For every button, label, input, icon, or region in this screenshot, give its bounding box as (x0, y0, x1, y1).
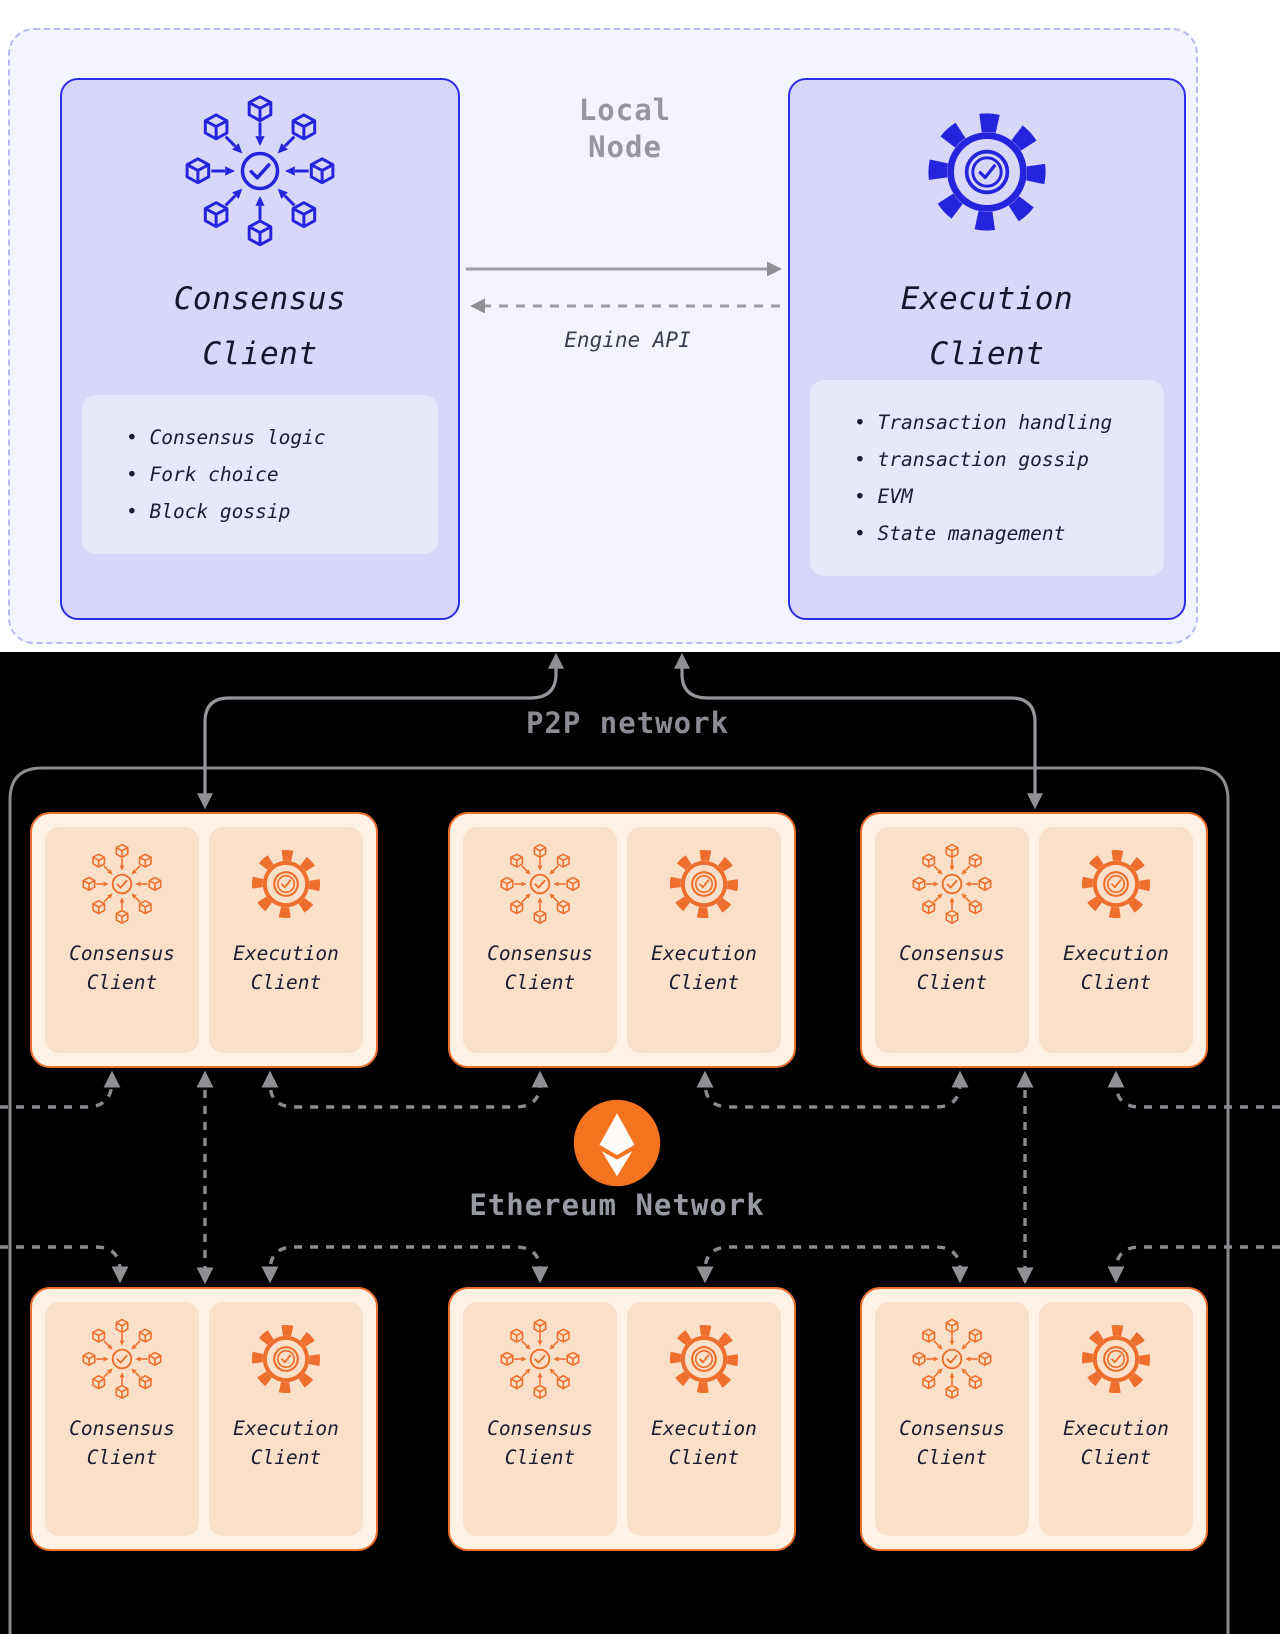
peer-consensus-client: Consensus Client (875, 827, 1029, 1053)
peer-consensus-title: Consensus Client (487, 1417, 593, 1469)
peer-execution-client: Execution Client (1039, 827, 1193, 1053)
peer-execution-title: Execution Client (651, 942, 757, 994)
peer-execution-title: Execution Client (1063, 1417, 1169, 1469)
peer-execution-title: Execution Client (1063, 942, 1169, 994)
gear-check-icon (1071, 841, 1161, 927)
network-blocks-icon (907, 1316, 997, 1402)
gear-check-icon (659, 841, 749, 927)
local-node-label: Local Node (578, 93, 672, 164)
bullet-item: Consensus logic (126, 419, 430, 456)
peer-consensus-title: Consensus Client (69, 1417, 175, 1469)
gear-check-icon (241, 841, 331, 927)
gear-check-icon (241, 1316, 331, 1402)
network-blocks-icon (907, 841, 997, 927)
bullet-item: Fork choice (126, 456, 430, 493)
network-blocks-icon (77, 841, 167, 927)
peer-consensus-title: Consensus Client (487, 942, 593, 994)
peer-node-card: Consensus Client Execution Client (448, 1287, 796, 1551)
peer-consensus-client: Consensus Client (875, 1302, 1029, 1536)
ethereum-logo (573, 1099, 661, 1187)
bullet-item: EVM (854, 478, 1156, 515)
peer-execution-client: Execution Client (209, 1302, 363, 1536)
gear-check-icon (913, 98, 1061, 246)
engine-api-label: Engine API (564, 328, 691, 352)
bullet-item: Block gossip (126, 493, 430, 530)
bullet-item: Transaction handling (854, 404, 1156, 441)
bullet-item: State management (854, 515, 1156, 552)
ethereum-network-label: Ethereum Network (469, 1188, 765, 1222)
network-blocks-icon (495, 841, 585, 927)
gear-check-icon (659, 1316, 749, 1402)
peer-execution-title: Execution Client (233, 942, 339, 994)
network-blocks-icon (177, 90, 343, 252)
network-blocks-icon (495, 1316, 585, 1402)
execution-client-title: Execution Client (900, 281, 1074, 372)
peer-node-card: Consensus Client Execution Client (30, 812, 378, 1068)
peer-execution-client: Execution Client (627, 827, 781, 1053)
execution-feature-list: Transaction handling transaction gossip … (810, 380, 1164, 576)
peer-consensus-client: Consensus Client (45, 1302, 199, 1536)
peer-node-card: Consensus Client Execution Client (860, 1287, 1208, 1551)
execution-client-card: Execution Client Transaction handling tr… (788, 78, 1186, 620)
p2p-network-label: P2P network (525, 706, 730, 740)
peer-execution-client: Execution Client (1039, 1302, 1193, 1536)
bullet-item: transaction gossip (854, 441, 1156, 478)
peer-consensus-title: Consensus Client (69, 942, 175, 994)
consensus-client-card: Consensus Client Consensus logic Fork ch… (60, 78, 460, 620)
peer-execution-client: Execution Client (627, 1302, 781, 1536)
peer-consensus-title: Consensus Client (899, 942, 1005, 994)
consensus-client-title: Consensus Client (173, 281, 347, 372)
gear-check-icon (1071, 1316, 1161, 1402)
peer-consensus-client: Consensus Client (463, 1302, 617, 1536)
peer-node-card: Consensus Client Execution Client (448, 812, 796, 1068)
peer-node-card: Consensus Client Execution Client (860, 812, 1208, 1068)
consensus-feature-list: Consensus logic Fork choice Block gossip (82, 395, 438, 554)
peer-execution-title: Execution Client (651, 1417, 757, 1469)
network-blocks-icon (77, 1316, 167, 1402)
peer-node-card: Consensus Client Execution Client (30, 1287, 378, 1551)
peer-consensus-title: Consensus Client (899, 1417, 1005, 1469)
peer-consensus-client: Consensus Client (45, 827, 199, 1053)
peer-execution-client: Execution Client (209, 827, 363, 1053)
peer-execution-title: Execution Client (233, 1417, 339, 1469)
peer-consensus-client: Consensus Client (463, 827, 617, 1053)
